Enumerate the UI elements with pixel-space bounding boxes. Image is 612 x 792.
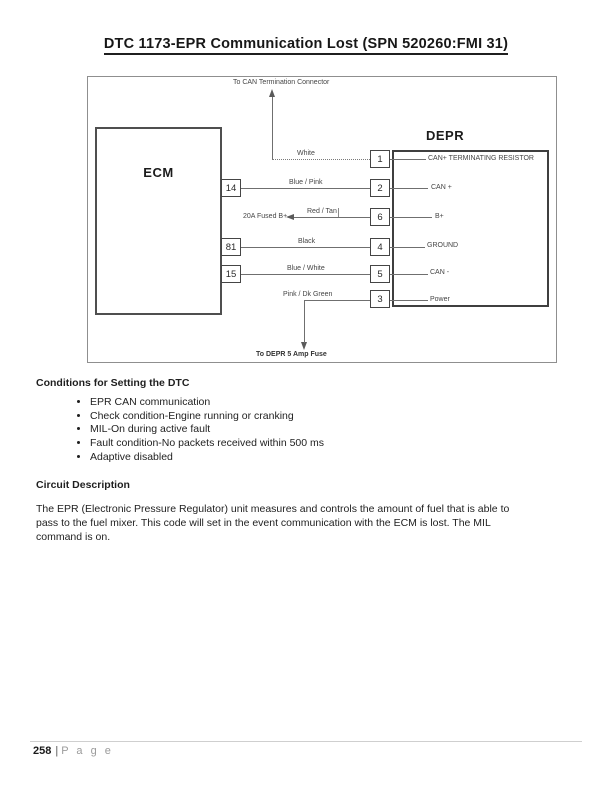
depr-box: [392, 150, 549, 307]
depr-fuse-annotation: To DEPR 5 Amp Fuse: [256, 351, 327, 358]
ecm-pin-15: 15: [221, 265, 241, 283]
arrow-down-icon: [301, 342, 307, 350]
footer-page-word: P a g e: [61, 745, 114, 757]
title-row: DTC 1173-EPR Communication Lost (SPN 520…: [0, 35, 612, 55]
ecm-label: ECM: [143, 165, 174, 180]
depr-pin2-function: CAN +: [431, 184, 452, 191]
wire-label-black: Black: [298, 238, 316, 245]
wire-white: [272, 159, 370, 160]
depr-pin5-function: CAN -: [430, 269, 450, 276]
depr-pin-1: 1: [370, 150, 390, 168]
conditions-heading: Conditions for Setting the DTC: [36, 377, 190, 389]
depr-pin3-lead: [390, 300, 428, 301]
can-termination-annotation: To CAN Termination Connector: [233, 79, 330, 86]
circuit-description-heading: Circuit Description: [36, 479, 130, 491]
depr-pin3-function: Power: [430, 296, 450, 303]
circuit-description-paragraph: The EPR (Electronic Pressure Regulator) …: [36, 502, 509, 545]
wire-label-blue-white: Blue / White: [287, 265, 325, 272]
ecm-box: [95, 127, 222, 315]
wire-blue-white: [241, 274, 370, 275]
depr-pin1-function: CAN+ TERMINATING RESISTOR: [428, 155, 534, 162]
condition-text: EPR CAN communication: [90, 396, 211, 408]
depr-pin5-lead: [390, 274, 428, 275]
paragraph-line: pass to the fuel mixer. This code will s…: [36, 517, 491, 530]
condition-text: Fault condition-No packets received with…: [90, 437, 325, 450]
condition-item: Adaptive disabled: [90, 451, 324, 465]
depr-fuse-line: [304, 300, 305, 343]
can-termination-line: [272, 97, 273, 159]
depr-pin4-lead: [390, 247, 425, 248]
depr-pin6-function: B+: [435, 213, 444, 220]
footer: 258|P a g e: [33, 745, 113, 757]
condition-text: Check condition-Engine running or cranki…: [90, 409, 294, 422]
wire-red-tan: [294, 217, 370, 218]
condition-text: MIL-On during active fault: [90, 423, 211, 436]
wire-label-blue-pink: Blue / Pink: [289, 179, 323, 186]
wire-pink-dk-green: [304, 300, 370, 301]
depr-pin-5: 5: [370, 265, 390, 283]
footer-separator: |: [55, 745, 59, 757]
conditions-list: EPR CAN communication Check condition-En…: [36, 396, 324, 465]
condition-text: Adaptive disabled: [90, 450, 173, 463]
footer-divider: [30, 741, 582, 742]
fused-b-plus-label: 20A Fused B+: [243, 213, 288, 220]
condition-item: EPR CAN communication: [90, 396, 324, 410]
arrow-up-icon: [269, 89, 275, 97]
condition-item: Fault condition-No packets received with…: [90, 437, 324, 451]
ecm-pin-14: 14: [221, 179, 241, 197]
wire-label-red-tan: Red / Tan: [307, 208, 337, 215]
depr-pin6-lead: [390, 217, 432, 218]
paragraph-line: command is on.: [36, 531, 111, 544]
depr-pin-3: 3: [370, 290, 390, 308]
depr-pin1-lead: [390, 159, 426, 160]
page-title: DTC 1173-EPR Communication Lost (SPN 520…: [103, 36, 509, 55]
page-number: 258: [33, 745, 52, 757]
paragraph-line: The EPR (Electronic Pressure Regulator) …: [36, 503, 510, 515]
condition-item: MIL-On during active fault: [90, 423, 324, 437]
depr-pin-2: 2: [370, 179, 390, 197]
depr-pin-6: 6: [370, 208, 390, 226]
wire-black: [241, 247, 370, 248]
depr-pin-4: 4: [370, 238, 390, 256]
arrow-left-icon: [286, 213, 294, 220]
wire-tick: [338, 208, 339, 217]
wire-label-pink-dk-green: Pink / Dk Green: [283, 291, 333, 298]
wire-blue-pink: [241, 188, 370, 189]
wire-label-white: White: [297, 150, 315, 157]
ecm-pin-81: 81: [221, 238, 241, 256]
condition-item: Check condition-Engine running or cranki…: [90, 410, 324, 424]
depr-label: DEPR: [426, 128, 465, 143]
depr-pin4-function: GROUND: [427, 242, 459, 249]
depr-pin2-lead: [390, 188, 428, 189]
